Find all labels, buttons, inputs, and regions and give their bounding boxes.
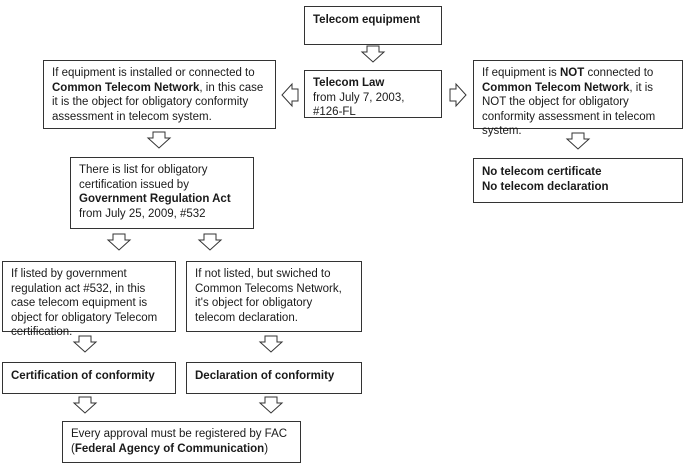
node-certification-label: Certification of conformity: [11, 370, 155, 382]
node-telecom-law-title: Telecom Law: [313, 77, 385, 89]
node-registration-line-1: Every approval must be registered by FAC: [71, 428, 288, 440]
arrow-law-to-not-connected: [449, 82, 467, 108]
node-certification-of-conformity: Certification of conformity: [2, 362, 176, 394]
node-connected-bold-1: Common Telecom Network: [52, 81, 200, 94]
arrow-regulation-list-to-not-listed: [197, 233, 223, 251]
node-registration-close-paren: ): [264, 442, 269, 455]
node-registration: Every approval must be registered by FAC…: [62, 421, 301, 463]
arrow-regulation-list-to-listed: [106, 233, 132, 251]
arrow-declaration-to-registration: [258, 396, 284, 414]
arrow-certification-to-registration: [72, 396, 98, 414]
arrow-listed-to-certification: [72, 335, 98, 353]
node-regulation-list-text-1: There is list for obligatory certificati…: [79, 164, 208, 191]
node-telecom-law: Telecom Law from July 7, 2003, #126-FL: [304, 70, 442, 118]
arrow-not-listed-to-declaration: [258, 335, 284, 353]
node-telecom-equipment: Telecom equipment: [304, 6, 442, 45]
node-declaration-of-conformity: Declaration of conformity: [186, 362, 362, 394]
node-listed: If listed by government regulation act #…: [2, 261, 176, 338]
node-not-connected-to-network: If equipment is NOT connected to Common …: [473, 60, 683, 137]
node-telecom-equipment-label: Telecom equipment: [313, 14, 421, 26]
node-listed-text: If listed by government regulation act #…: [11, 268, 158, 338]
node-regulation-list: There is list for obligatory certificati…: [70, 157, 254, 229]
node-connected-text-1: If equipment is installed or connected t…: [52, 67, 255, 79]
arrow-law-to-connected: [281, 82, 299, 108]
node-no-certificate-line-2: No telecom declaration: [482, 180, 609, 193]
arrow-not-connected-to-no-certificate: [565, 132, 591, 150]
node-regulation-list-bold-1: Government Regulation Act: [79, 193, 231, 205]
node-registration-bold-1: Federal Agency of Communication: [74, 442, 265, 455]
node-not-connected-text-2: connected to: [584, 67, 654, 79]
node-no-certificate-line-1: No telecom certificate: [482, 166, 602, 178]
node-not-connected-bold-1: NOT: [559, 67, 585, 79]
node-telecom-law-subtitle: from July 7, 2003, #126-FL: [313, 91, 405, 119]
node-declaration-label: Declaration of conformity: [195, 370, 335, 382]
node-no-certificate: No telecom certificate No telecom declar…: [473, 158, 683, 203]
node-not-listed: If not listed, but swiched to Common Tel…: [186, 261, 362, 332]
node-not-connected-text-1: If equipment is: [482, 67, 560, 79]
node-regulation-list-text-2: from July 25, 2009, #532: [79, 207, 206, 220]
node-not-listed-text: If not listed, but swiched to Common Tel…: [195, 268, 342, 324]
node-connected-text-2: , in this case it is the object for obli…: [52, 81, 264, 123]
arrow-equipment-to-law: [360, 45, 386, 63]
arrow-connected-to-regulation-list: [146, 131, 172, 149]
node-registration-open-paren: (: [71, 442, 75, 455]
node-connected-to-network: If equipment is installed or connected t…: [43, 60, 276, 129]
node-not-connected-text-3: , it is NOT the object for obligatory co…: [482, 81, 656, 138]
node-not-connected-bold-2: Common Telecom Network: [482, 81, 630, 94]
